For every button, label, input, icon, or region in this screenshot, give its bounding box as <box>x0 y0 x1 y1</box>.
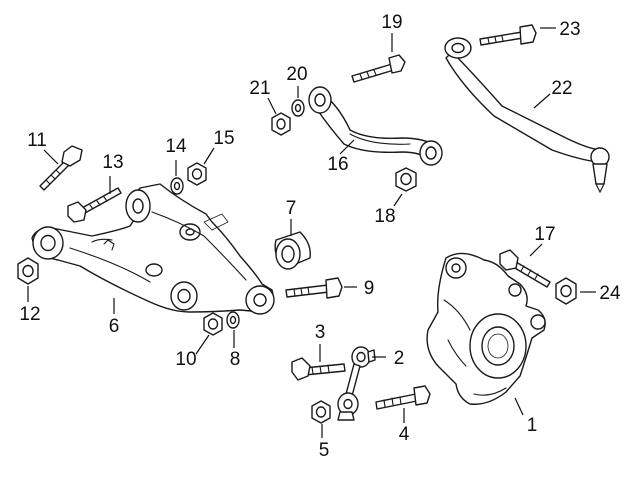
callout-21: 21 <box>249 78 270 99</box>
callout-22: 22 <box>551 78 572 99</box>
stabilizer-link <box>337 346 376 421</box>
leader-17 <box>529 243 543 257</box>
callout-15: 15 <box>213 128 234 149</box>
upper-arm-nut <box>395 167 417 192</box>
link-nut <box>311 400 331 424</box>
lower-control-arm <box>31 183 275 315</box>
callout-11: 11 <box>27 130 47 151</box>
leader-21 <box>267 97 277 115</box>
callout-8: 8 <box>230 349 241 370</box>
leader-11 <box>43 149 59 165</box>
callout-18: 18 <box>374 206 395 227</box>
leader-10 <box>195 334 210 355</box>
leader-15 <box>203 147 215 165</box>
callout-16: 16 <box>327 154 348 175</box>
callout-9: 9 <box>364 278 375 299</box>
callout-19: 19 <box>381 12 402 33</box>
trailing-arm <box>444 37 610 194</box>
callout-labels: 1 2 3 4 5 6 7 8 9 10 11 12 13 14 15 16 1… <box>19 12 621 461</box>
leader-16 <box>339 139 355 155</box>
arm-nut <box>203 312 223 336</box>
callout-4: 4 <box>399 424 410 445</box>
arm-bolt <box>285 277 343 299</box>
callout-17: 17 <box>534 224 555 245</box>
bushing <box>274 231 311 270</box>
upper-control-arm <box>308 86 443 166</box>
upper-arm-bolt <box>351 54 406 83</box>
callout-3: 3 <box>315 322 326 343</box>
upper-washer <box>170 177 184 195</box>
inner-nut <box>17 257 39 285</box>
leader-18 <box>393 193 403 207</box>
callout-10: 10 <box>175 349 196 370</box>
inner-bolt <box>67 187 122 223</box>
callout-5: 5 <box>319 440 330 461</box>
knuckle-nut <box>555 277 577 305</box>
callout-7: 7 <box>286 198 297 219</box>
trailing-arm-bolt <box>479 24 537 46</box>
callout-20: 20 <box>286 64 307 85</box>
callout-leaders <box>27 27 596 438</box>
knuckle-bolt <box>499 249 551 288</box>
upper-arm-inner-nut <box>271 112 291 136</box>
leader-22 <box>533 93 551 109</box>
callout-24: 24 <box>599 283 621 304</box>
callout-23: 23 <box>559 19 580 40</box>
callout-14: 14 <box>165 136 187 157</box>
link-lower-bolt <box>375 385 431 410</box>
upper-arm-washer <box>291 99 305 117</box>
leader-1 <box>514 397 524 416</box>
upper-nut <box>187 162 207 186</box>
inner-bolt-long <box>39 145 83 191</box>
callout-13: 13 <box>102 152 123 173</box>
callout-12: 12 <box>19 304 40 325</box>
callout-2: 2 <box>394 348 405 369</box>
arm-washer <box>226 311 240 329</box>
callout-6: 6 <box>109 316 120 337</box>
link-upper-bolt <box>291 357 346 381</box>
knuckle <box>426 252 546 405</box>
callout-1: 1 <box>527 415 538 436</box>
